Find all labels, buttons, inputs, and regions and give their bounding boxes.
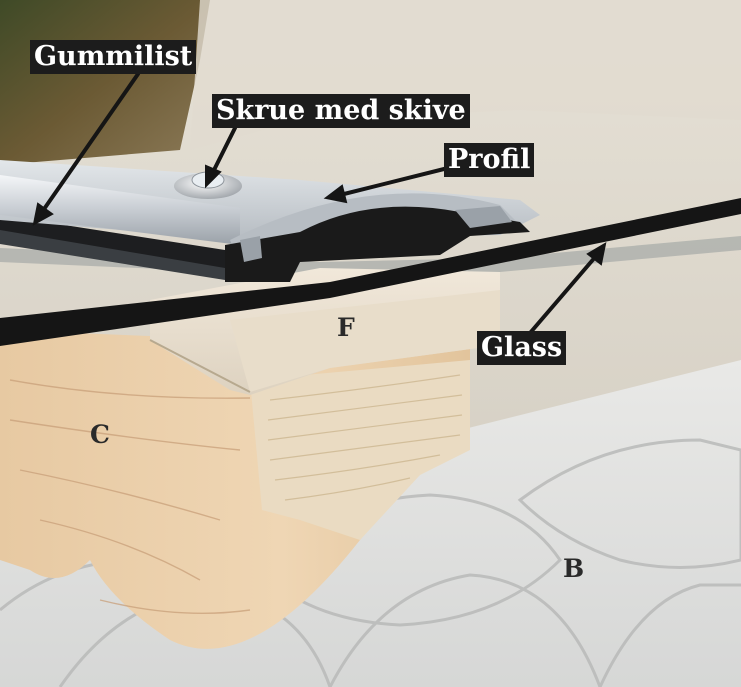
label-skrue-med-skive: Skrue med skive [212,94,470,128]
label-profil: Profil [444,143,535,177]
letter-b: B [563,554,585,583]
label-glass: Glass [477,331,567,365]
letter-c: C [90,420,110,449]
letter-f: F [337,313,355,342]
label-gummilist: Gummilist [30,40,197,74]
